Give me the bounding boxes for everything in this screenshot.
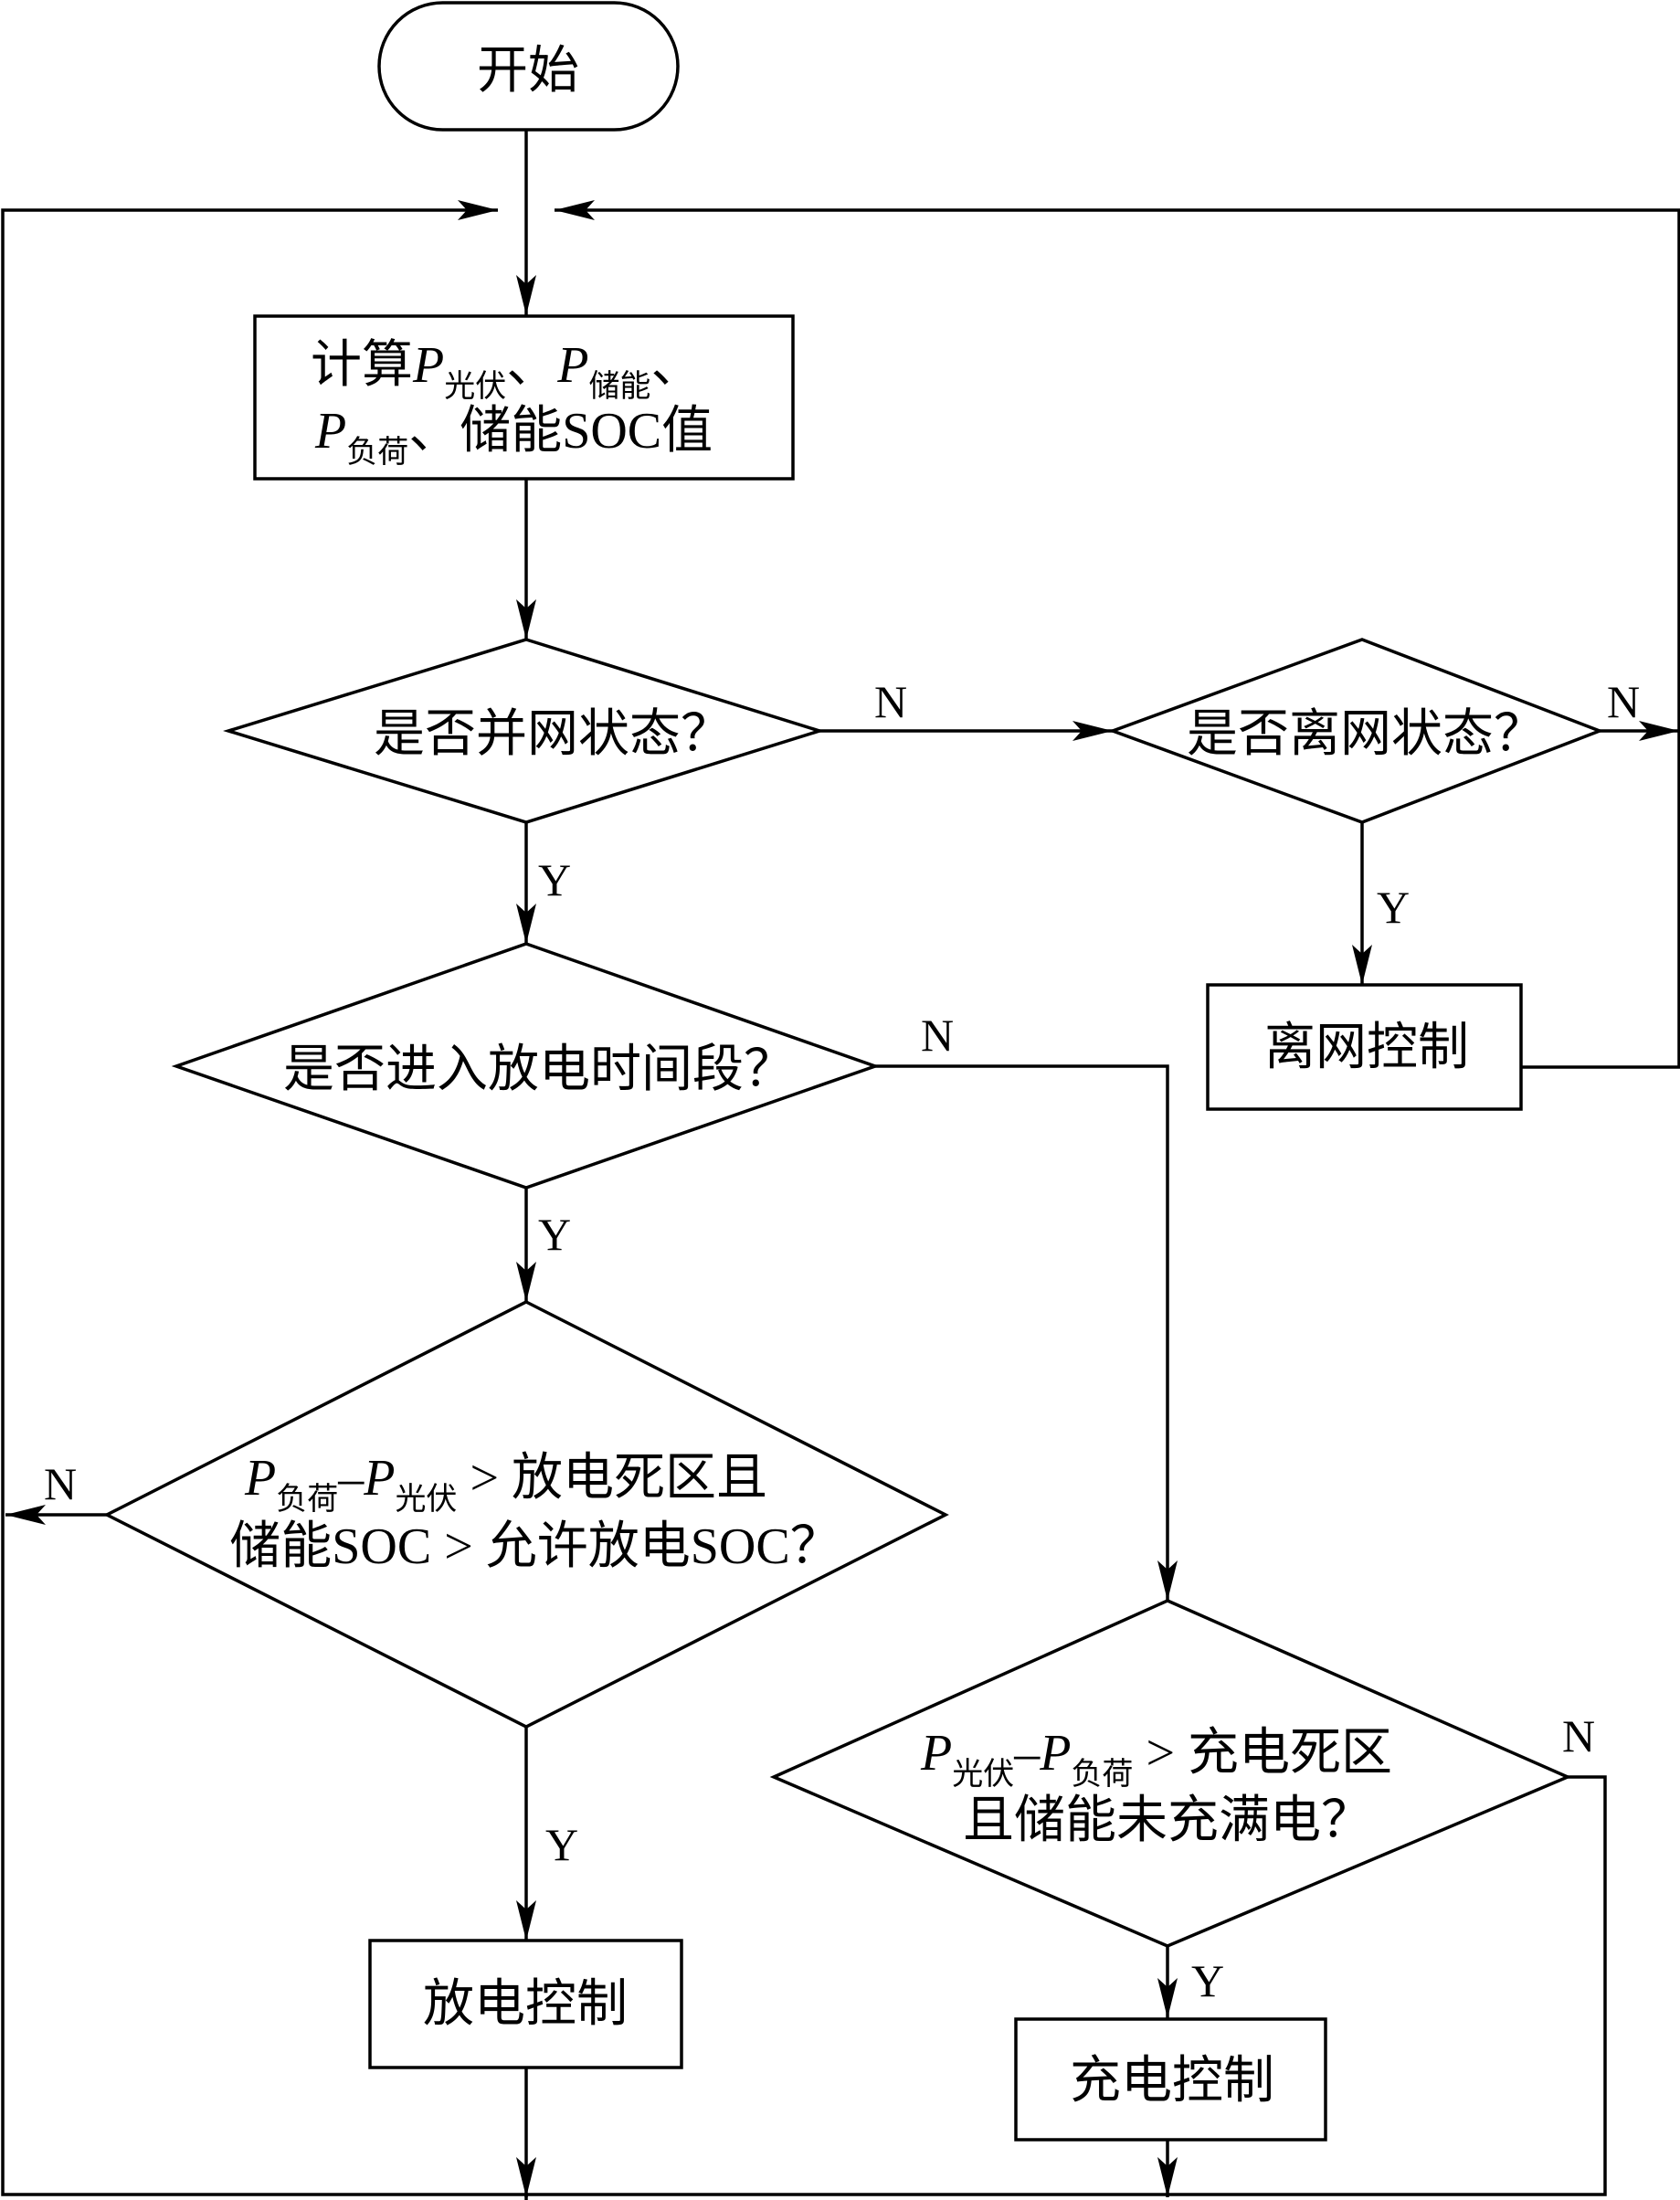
label-discharge-no: N bbox=[44, 1458, 77, 1509]
decision-charge-diamond bbox=[769, 1599, 1572, 1948]
decision-period-label: 是否进入放电时间段？ bbox=[283, 1042, 795, 1098]
decision-discharge-line2: 储能SOC > 允许放电SOC？ bbox=[229, 1518, 840, 1575]
decision-island-diamond bbox=[1107, 638, 1604, 824]
charge-control-box bbox=[1014, 2017, 1327, 2142]
discharge-sub-load: 负荷 bbox=[276, 1482, 338, 1517]
offgrid-control-label: 离网控制 bbox=[1264, 1020, 1469, 1076]
decision-island-label: 是否离网状态？ bbox=[1187, 706, 1545, 763]
calc-separator-2: 、 bbox=[650, 337, 702, 394]
calc-p-symbol: P bbox=[412, 337, 444, 394]
calc-separator-3: 、 bbox=[408, 403, 460, 460]
offgrid-control-box bbox=[1206, 983, 1523, 1111]
calc-tail: 储能SOC值 bbox=[460, 403, 713, 460]
start-terminal bbox=[377, 1, 680, 132]
label-island-no: N bbox=[1607, 676, 1640, 727]
charge-sub-pv: 光伏 bbox=[952, 1757, 1014, 1792]
charge-p-symbol-2: P bbox=[1039, 1725, 1071, 1782]
label-grid-no: N bbox=[874, 676, 907, 727]
calc-p-symbol-3: P bbox=[314, 403, 346, 460]
calc-process-box bbox=[253, 314, 795, 481]
charge-sub-load: 负荷 bbox=[1071, 1757, 1133, 1792]
connector-right-loop bbox=[555, 200, 1680, 1069]
decision-discharge-diamond bbox=[103, 1300, 949, 1729]
label-grid-yes: Y bbox=[538, 854, 571, 905]
calc-text-line1: 计算P光伏、P储能、 bbox=[311, 337, 702, 404]
label-discharge-yes: Y bbox=[545, 1819, 578, 1870]
discharge-line1-tail: > 放电死区且 bbox=[457, 1450, 767, 1507]
label-period-yes: Y bbox=[538, 1209, 571, 1260]
start-label: 开始 bbox=[477, 43, 579, 100]
discharge-control-label: 放电控制 bbox=[423, 1976, 628, 2033]
discharge-minus: – bbox=[337, 1450, 365, 1507]
charge-line1-tail: > 充电死区 bbox=[1133, 1725, 1392, 1782]
calc-prefix: 计算 bbox=[311, 337, 413, 394]
label-charge-no: N bbox=[1562, 1710, 1595, 1761]
calc-sub-pv: 光伏 bbox=[444, 369, 506, 404]
decision-discharge-line1: P负荷–P光伏 > 放电死区且 bbox=[244, 1450, 767, 1517]
label-charge-yes: Y bbox=[1191, 1955, 1224, 2006]
decision-grid-label: 是否并网状态？ bbox=[374, 706, 732, 763]
discharge-sub-pv: 光伏 bbox=[395, 1482, 457, 1517]
connector-period-no-to-charge bbox=[875, 1064, 1178, 1601]
charge-control-label: 充电控制 bbox=[1070, 2053, 1274, 2110]
calc-sub-load: 负荷 bbox=[346, 435, 408, 470]
calc-separator-1: 、 bbox=[506, 337, 557, 394]
decision-charge-line1: P光伏–P负荷 > 充电死区 bbox=[920, 1725, 1392, 1792]
label-island-yes: Y bbox=[1377, 882, 1410, 933]
decision-charge-line2: 且储能未充满电？ bbox=[963, 1793, 1372, 1849]
label-period-no: N bbox=[921, 1010, 954, 1061]
connector-left-loop bbox=[1, 200, 528, 2200]
decision-grid-diamond bbox=[223, 638, 825, 824]
charge-p-symbol-1: P bbox=[920, 1725, 952, 1782]
charge-minus: – bbox=[1013, 1725, 1041, 1782]
calc-p-symbol-2: P bbox=[556, 337, 588, 394]
calc-text-line2: P负荷、储能SOC值 bbox=[314, 403, 713, 470]
decision-period-diamond bbox=[171, 942, 881, 1190]
discharge-p-symbol-2: P bbox=[363, 1450, 395, 1507]
calc-sub-storage: 储能 bbox=[588, 369, 650, 404]
connector-charge-no-to-loop bbox=[526, 1775, 1607, 2196]
discharge-p-symbol-1: P bbox=[244, 1450, 276, 1507]
discharge-control-box bbox=[368, 1939, 683, 2069]
